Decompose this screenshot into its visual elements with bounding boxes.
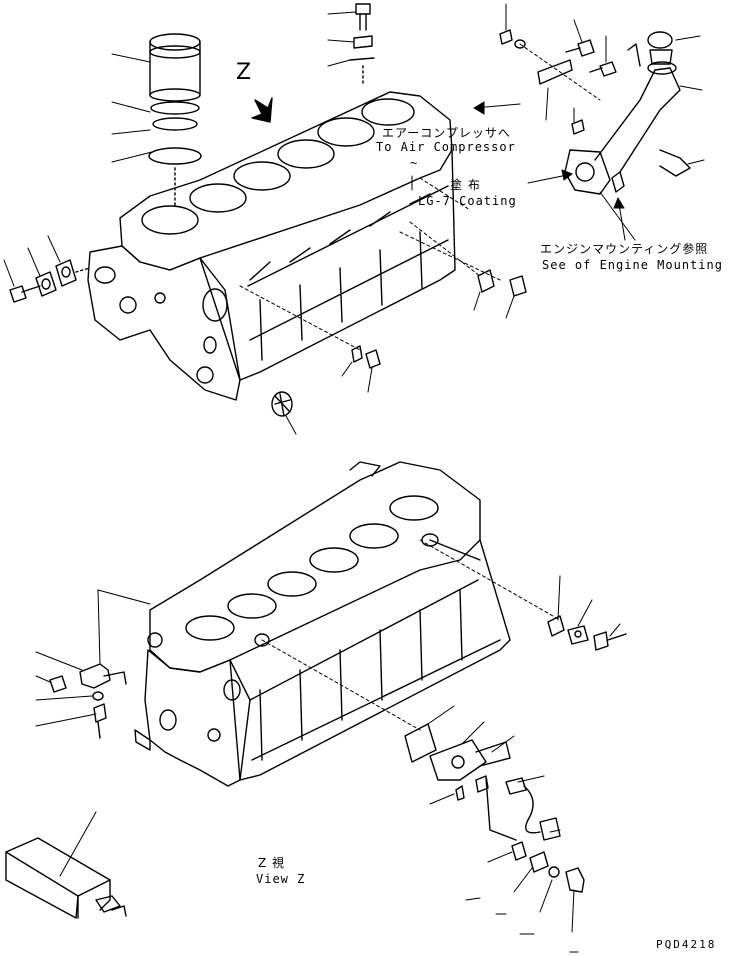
upper-arrows <box>473 101 626 241</box>
air-compressor-jp-label: エアーコンプレッサへ <box>382 126 511 140</box>
tool-inset <box>5 837 127 919</box>
engine-mounting-jp-label: エンジンマウンティング参照 <box>540 242 709 256</box>
lower-cylinder-block <box>134 461 511 787</box>
cylinder-liner-assembly <box>148 33 202 209</box>
lower-right-parts <box>404 615 627 893</box>
tilde-mark: ~ <box>410 156 419 170</box>
upper-fittings <box>271 269 527 417</box>
compressor-pipe <box>564 31 691 195</box>
drawing-code: PQD4218 <box>656 938 717 951</box>
coating-en-label: LG-7 Coating <box>418 194 517 208</box>
engine-mounting-en-label: See of Engine Mounting <box>542 258 723 272</box>
air-compressor-en-label: To Air Compressor <box>376 140 516 154</box>
upper-cylinder-block <box>87 91 456 401</box>
view-z-arrow-icon <box>251 97 273 123</box>
lower-leader-lines <box>35 575 621 953</box>
lower-left-parts <box>49 663 127 739</box>
coating-jp-label: 塗 布 <box>450 178 481 192</box>
lower-dashed-leaders <box>261 539 561 731</box>
view-z-en-label: View Z <box>256 872 306 886</box>
view-z-jp-label: Z 視 <box>258 856 286 870</box>
view-marker-label: Z <box>236 60 252 85</box>
upper-leader-lines <box>3 3 705 435</box>
left-cover-parts <box>9 259 91 303</box>
upper-right-bolts <box>499 29 617 135</box>
top-bolts <box>349 3 375 87</box>
upper-dashed-leaders <box>239 43 601 351</box>
